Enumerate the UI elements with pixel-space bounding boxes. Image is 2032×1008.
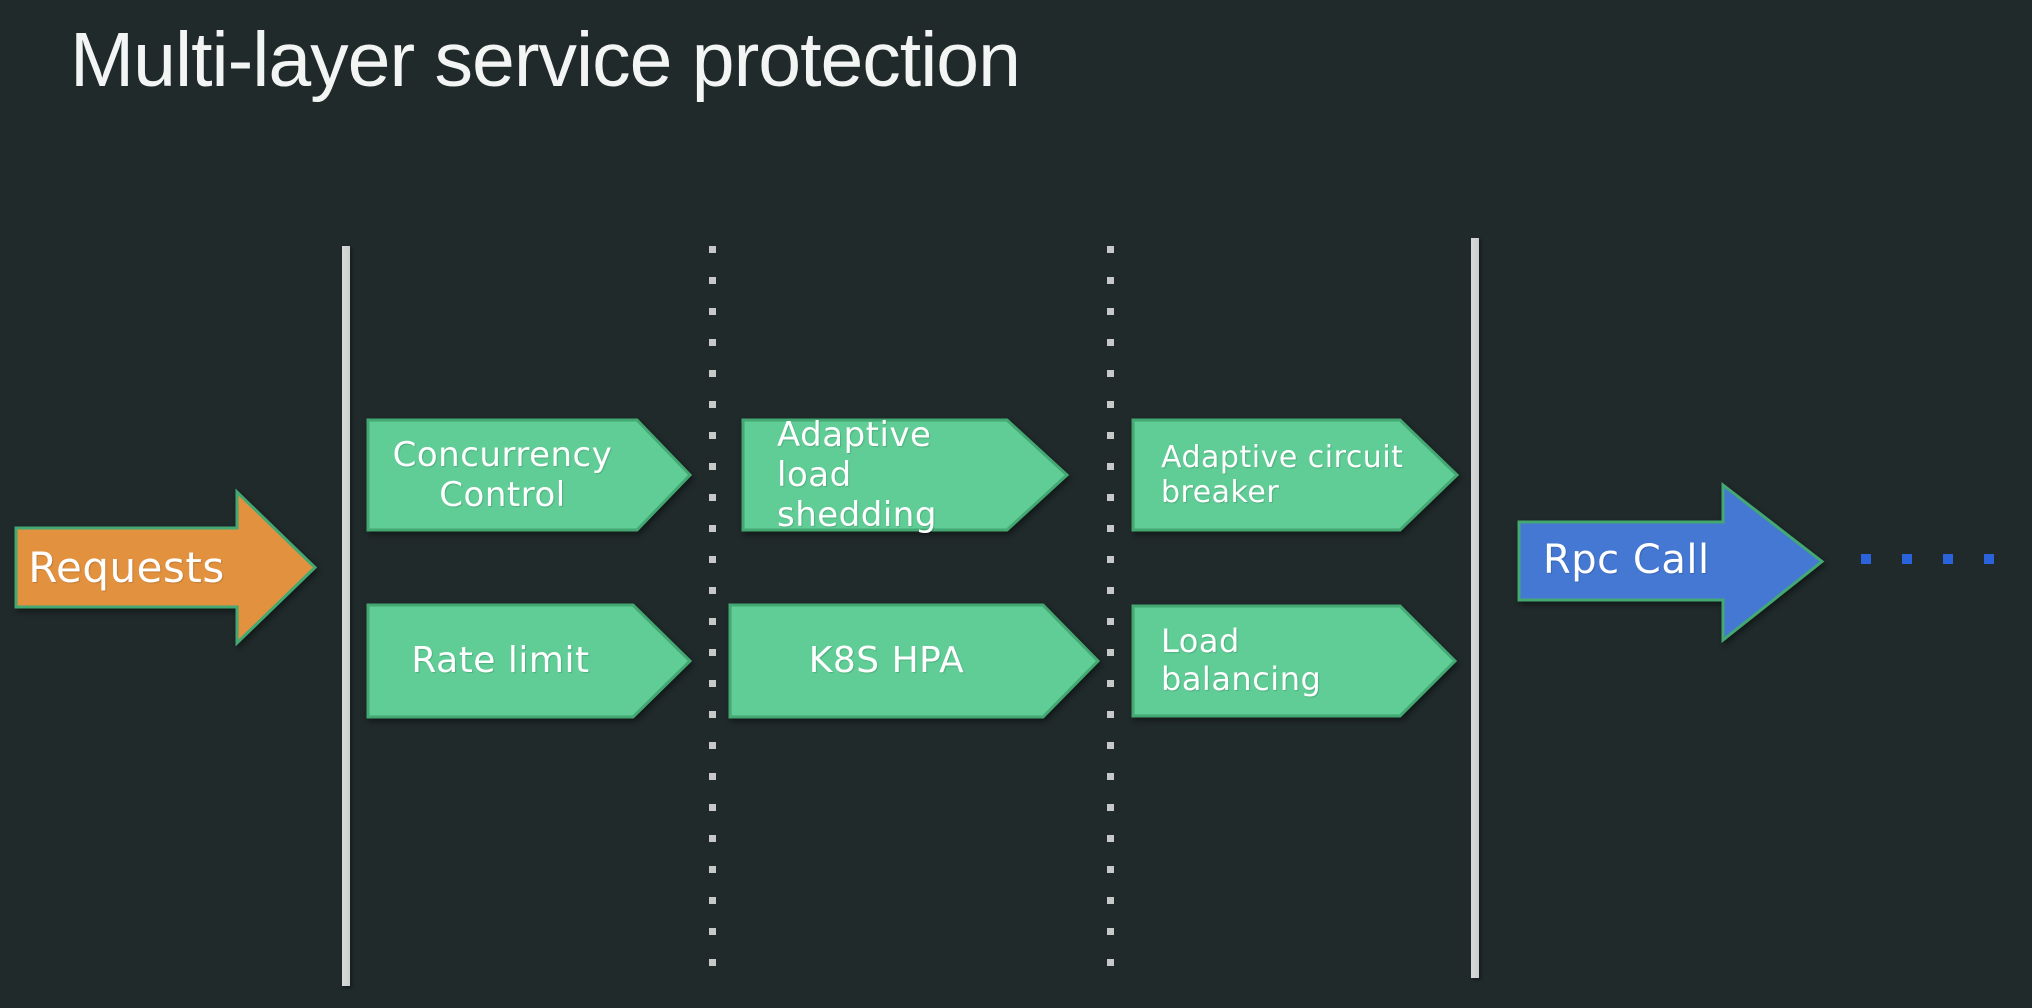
- stage-shape-adaptive-load-shedding: [741, 418, 1070, 532]
- stage-shape-k8s-hpa: [728, 603, 1101, 719]
- dotted-separator-2: [1107, 246, 1114, 969]
- stage-label-adaptive-load-shedding: Adaptive load shedding: [777, 414, 937, 536]
- left-boundary-line: [342, 246, 350, 986]
- requests-label: Requests: [28, 542, 225, 592]
- right-boundary-line: [1471, 238, 1479, 978]
- stage-label-rate-limit: Rate limit: [411, 639, 590, 681]
- rpc-call-arrow-icon: [1517, 481, 1825, 644]
- stage-label-concurrency-control: Concurrency Control: [392, 434, 613, 515]
- page-title: Multi-layer service protection: [70, 17, 1021, 103]
- rpc-call-label: Rpc Call: [1543, 537, 1710, 584]
- stage-label-adaptive-circuit-breaker: Adaptive circuit breaker: [1161, 439, 1404, 510]
- stage-label-load-balancing: Load balancing: [1161, 622, 1322, 698]
- continuation-dots-icon: [1861, 554, 1994, 564]
- stage-shape-concurrency-control: [366, 418, 693, 532]
- stage-shape-rate-limit: [366, 603, 693, 719]
- stage-label-k8s-hpa: K8S HPA: [808, 639, 965, 681]
- ellipsis-dot: [1902, 554, 1912, 564]
- stage-shape-load-balancing: [1131, 604, 1458, 718]
- dotted-separator-1: [709, 246, 716, 969]
- requests-arrow-icon: [14, 488, 318, 647]
- ellipsis-dot: [1943, 554, 1953, 564]
- ellipsis-dot: [1861, 554, 1871, 564]
- stage-shape-adaptive-circuit-breaker: [1131, 418, 1460, 532]
- ellipsis-dot: [1984, 554, 1994, 564]
